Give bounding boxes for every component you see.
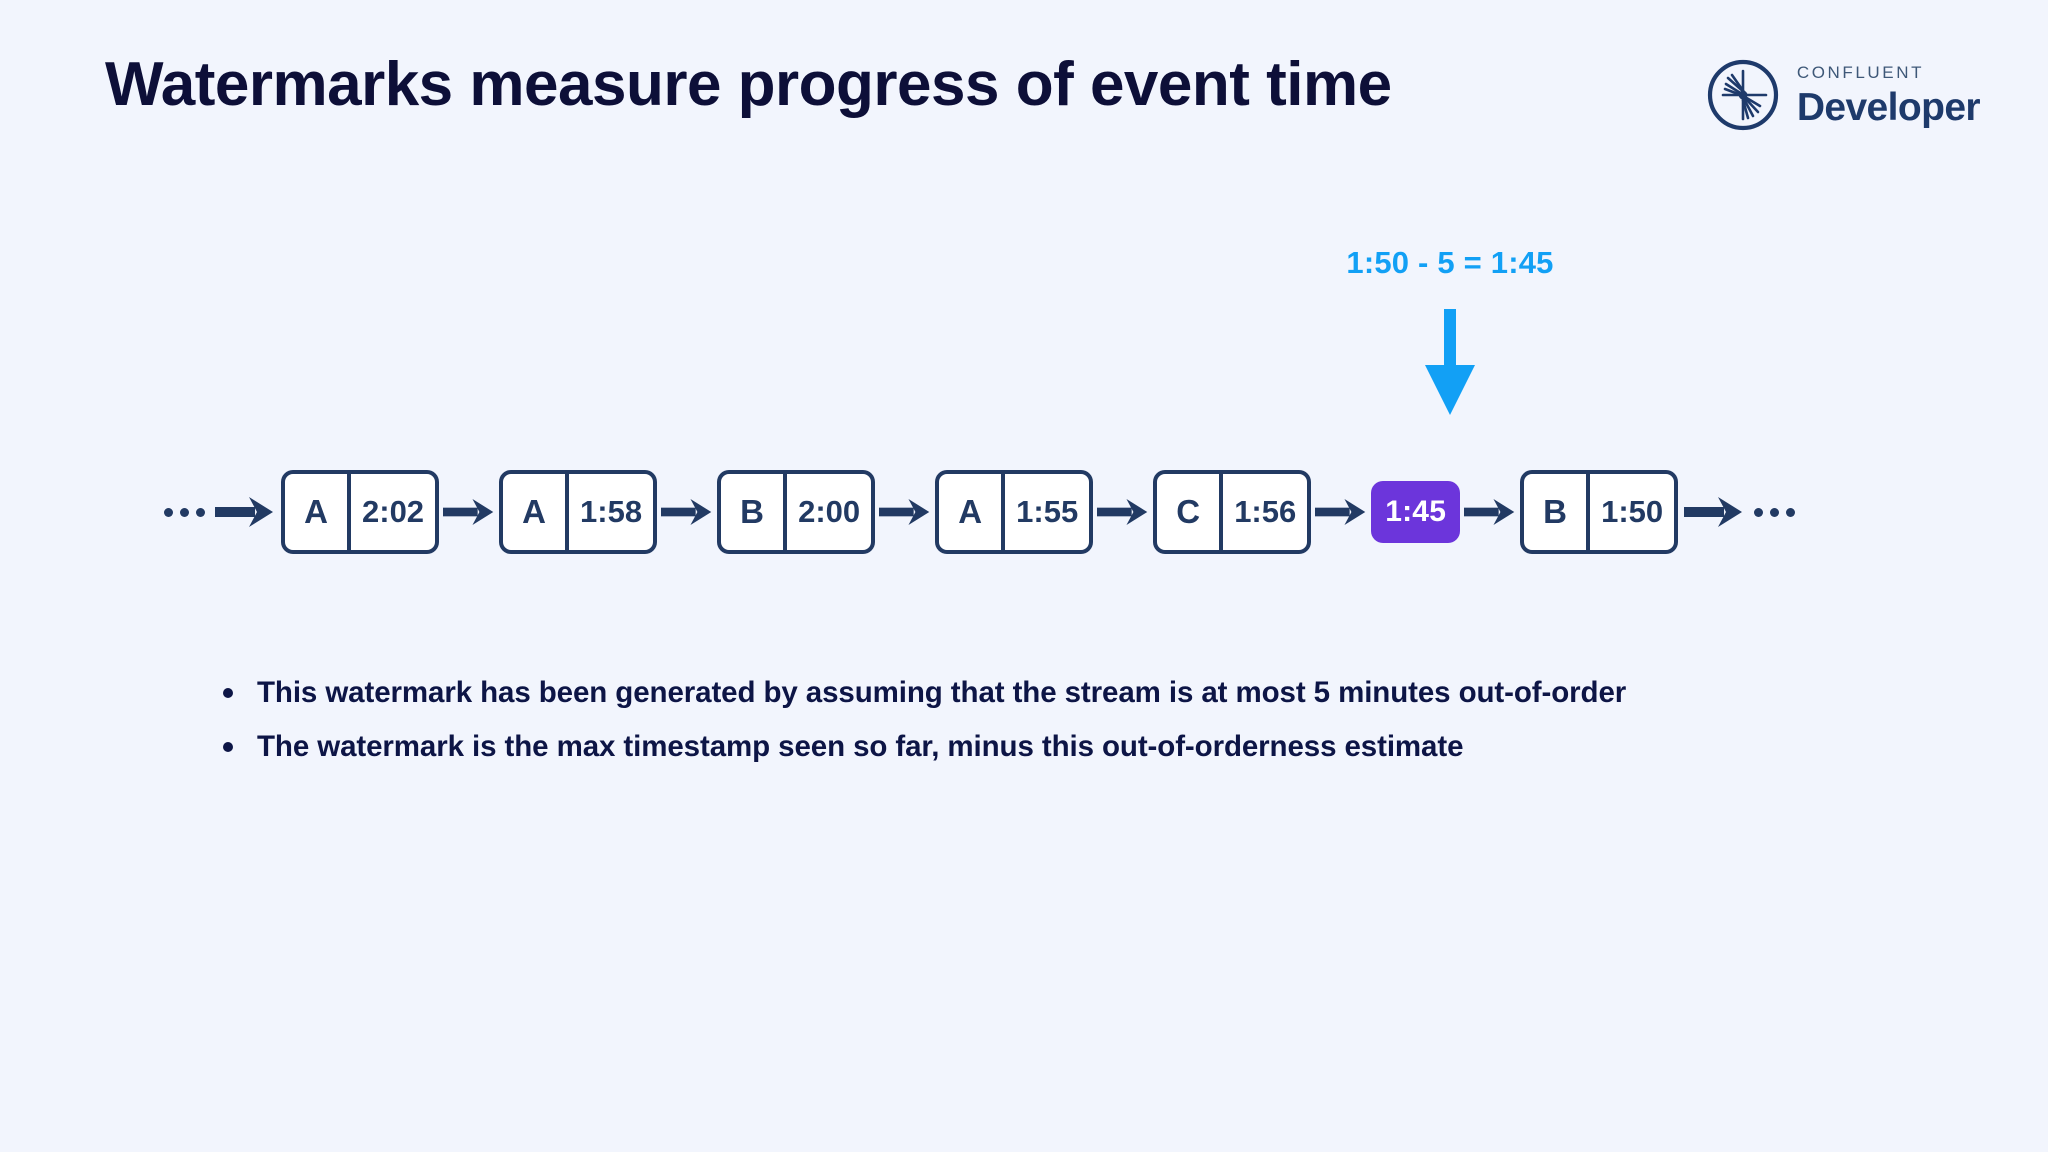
event-record: A 1:55 (935, 470, 1094, 554)
event-stream-timeline: A 2:02 A 1:58 B 2:00 A 1:55 (160, 452, 1900, 572)
event-record: A 1:58 (499, 470, 658, 554)
stream-arrow-icon (1464, 495, 1516, 529)
logo-wordmark: CONFLUENT Developer (1796, 62, 1981, 129)
event-timestamp: 1:58 (567, 470, 658, 554)
logo-word: Developer (1796, 85, 1981, 129)
event-timestamp: 2:02 (349, 470, 440, 554)
logo-kicker: CONFLUENT (1796, 62, 1925, 82)
leading-ellipsis-icon (160, 507, 209, 517)
confluent-starburst-icon (1706, 58, 1780, 132)
event-key: A (499, 470, 568, 554)
event-key: B (717, 470, 786, 554)
list-item: This watermark has been generated by ass… (214, 672, 1874, 714)
trailing-ellipsis-icon (1750, 507, 1799, 517)
bullet-list: This watermark has been generated by ass… (214, 672, 1874, 780)
event-timestamp: 1:55 (1003, 470, 1094, 554)
stream-arrow-icon (1684, 495, 1744, 529)
stream-arrow-icon (661, 495, 713, 529)
confluent-developer-logo: CONFLUENT Developer (1706, 58, 1981, 132)
down-arrow-icon (1421, 309, 1479, 417)
event-timestamp: 2:00 (785, 470, 876, 554)
stream-arrow-icon (215, 495, 275, 529)
stream-arrow-icon (879, 495, 931, 529)
stream-arrow-icon (1315, 495, 1367, 529)
page-title: Watermarks measure progress of event tim… (105, 50, 1392, 119)
watermark-formula-label: 1:50 - 5 = 1:45 (1346, 245, 1554, 280)
event-key: C (1153, 470, 1222, 554)
event-key: A (935, 470, 1004, 554)
event-record: A 2:02 (281, 470, 440, 554)
stream-arrow-icon (443, 495, 495, 529)
event-timestamp: 1:56 (1221, 470, 1312, 554)
slide-header: Watermarks measure progress of event tim… (105, 50, 1981, 162)
event-key: B (1520, 470, 1589, 554)
event-record: B 1:50 (1520, 470, 1679, 554)
stream-arrow-icon (1097, 495, 1149, 529)
watermark-marker: 1:45 (1371, 481, 1461, 543)
event-key: A (281, 470, 349, 554)
list-item: The watermark is the max timestamp seen … (214, 726, 1874, 768)
event-record: C 1:56 (1153, 470, 1312, 554)
watermark-annotation: 1:50 - 5 = 1:45 (1330, 245, 1570, 417)
event-record: B 2:00 (717, 470, 876, 554)
event-timestamp: 1:50 (1588, 470, 1679, 554)
